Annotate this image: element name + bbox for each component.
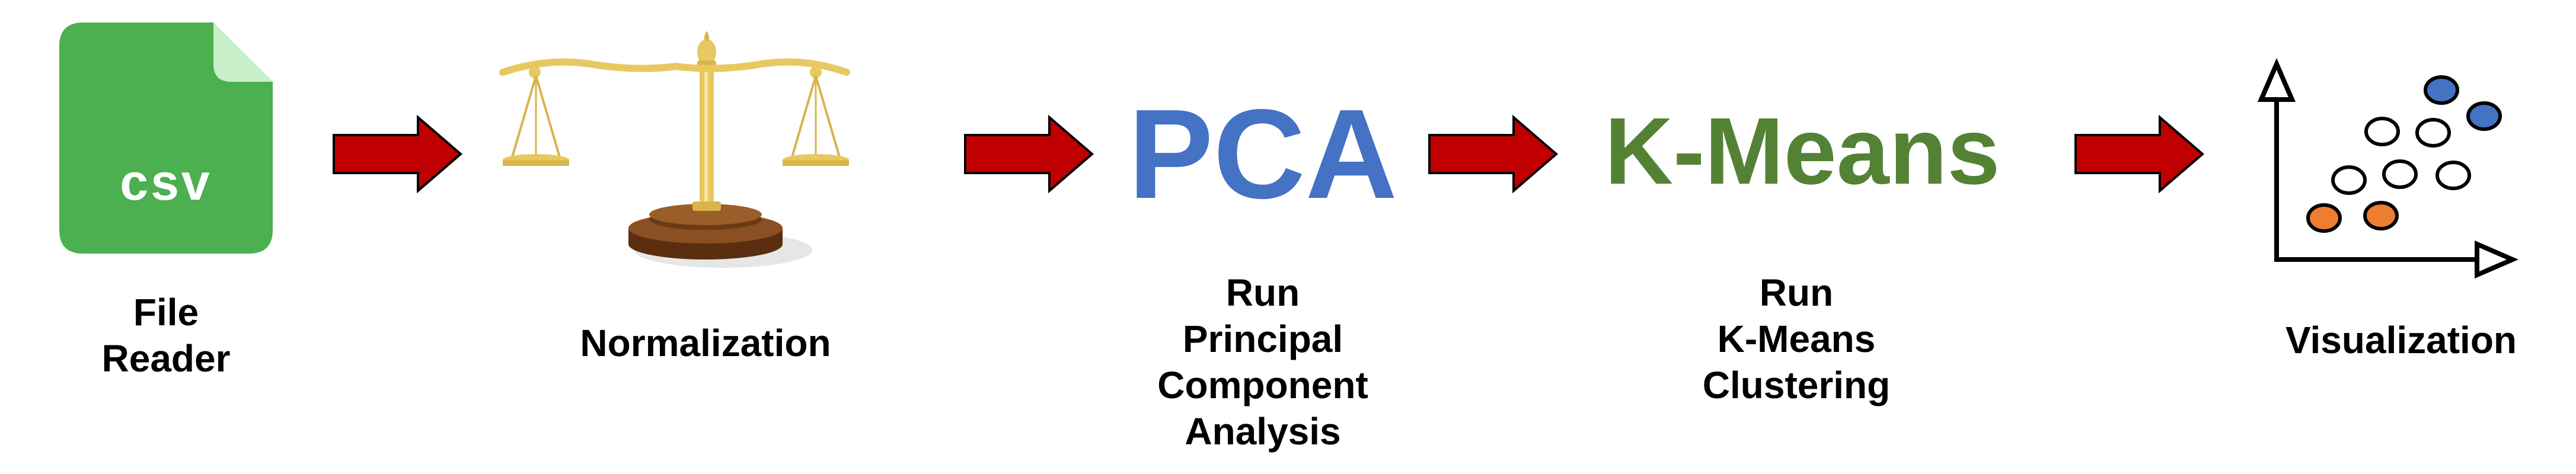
kmeans-label-line-2: K-Means (1717, 318, 1876, 360)
kmeans-label-line-3: Clustering (1702, 364, 1891, 406)
csv-badge-text: csv (120, 154, 212, 211)
csv-file-icon (59, 23, 273, 254)
pca-label-line-2: Principal (1182, 318, 1343, 360)
scatter-point-white (2331, 165, 2367, 195)
kmeans-label-line-1: Run (1759, 271, 1834, 314)
scatter-point-blue (2466, 101, 2502, 131)
visualization-label-line-1: Visualization (2285, 319, 2517, 361)
normalization-label: Normalization (534, 320, 877, 366)
right-arrow-icon (964, 114, 1094, 194)
file-reader-label-line-1: File (133, 291, 199, 334)
kmeans-label: Run K-Means Clustering (1660, 270, 1933, 408)
scatter-point-white (2435, 161, 2471, 190)
file-reader-label: File Reader (71, 289, 261, 382)
scatter-point-orange (2306, 203, 2342, 233)
scatter-point-white (2415, 118, 2451, 148)
file-reader-label-line-2: Reader (101, 337, 231, 380)
kmeans-title: K-Means (1604, 98, 2000, 204)
balance-scale-icon (499, 31, 850, 268)
pca-label-line-4: Analysis (1185, 410, 1341, 453)
visualization-label: Visualization (2241, 317, 2561, 363)
scatter-point-orange (2363, 201, 2399, 230)
pca-label-line-3: Component (1157, 364, 1368, 406)
right-arrow-icon (2074, 114, 2205, 194)
pca-title: PCA (1128, 82, 1397, 225)
scatter-point-blue (2424, 75, 2459, 105)
scatter-point-white (2364, 117, 2400, 146)
pca-label: Run Principal Component Analysis (1115, 270, 1411, 454)
normalization-label-line-1: Normalization (580, 322, 831, 364)
right-arrow-icon (333, 114, 463, 194)
scatter-plot-icon (2257, 57, 2519, 279)
scatter-point-white (2382, 159, 2418, 189)
pca-label-line-1: Run (1225, 271, 1300, 314)
right-arrow-icon (1428, 114, 1559, 194)
